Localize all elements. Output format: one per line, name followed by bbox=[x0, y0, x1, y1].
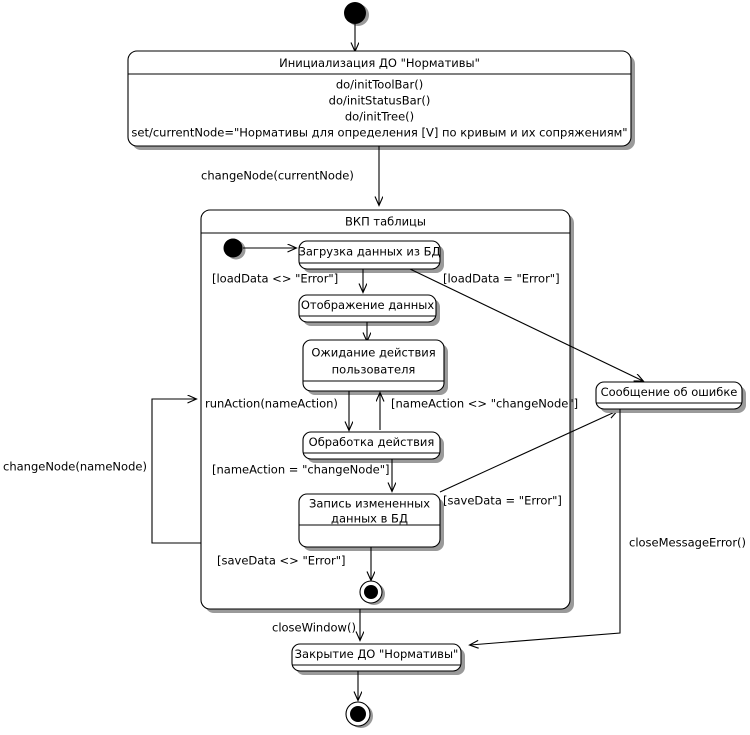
edge-label-closemessageerror: closeMessageError() bbox=[629, 536, 746, 550]
state-close-title: Закрытие ДО "Нормативы" bbox=[295, 647, 459, 661]
state-error-message: Сообщение об ошибке bbox=[595, 381, 746, 413]
state-load-data: Загрузка данных из БД bbox=[298, 240, 444, 273]
edge-label-nameaction-not-changenode: [nameAction <> "changeNode"] bbox=[391, 397, 578, 411]
state-wait-title-line2: пользователя bbox=[332, 363, 416, 377]
state-init-normativy: Инициализация ДО "Нормативы" do/initTool… bbox=[127, 50, 635, 150]
edge-save-to-innerfinal: [saveData <> "Error"] bbox=[217, 547, 371, 580]
state-close-normativy: Закрытие ДО "Нормативы" bbox=[291, 643, 465, 675]
state-error-message-title: Сообщение об ошибке bbox=[601, 385, 738, 399]
state-process-action-title: Обработка действия bbox=[309, 435, 435, 449]
composite-state-title: ВКП таблицы bbox=[345, 215, 426, 229]
state-save-data-title-line1: Запись измененных bbox=[309, 497, 430, 511]
node-final-end bbox=[345, 701, 373, 728]
edge-label-changenode-namenode: changeNode(nameNode) bbox=[3, 460, 147, 474]
edge-label-changenode-current: changeNode(currentNode) bbox=[201, 169, 354, 183]
edge-label-runaction: runAction(nameAction) bbox=[205, 397, 338, 411]
state-init-title: Инициализация ДО "Нормативы" bbox=[279, 56, 480, 70]
node-initial-start bbox=[344, 2, 369, 26]
edge-label-savedata-error: [saveData = "Error"] bbox=[443, 494, 562, 508]
state-show-data: Отображение данных bbox=[298, 294, 440, 326]
edge-wait-to-process: runAction(nameAction) bbox=[205, 391, 349, 430]
state-show-data-title: Отображение данных bbox=[301, 298, 435, 312]
edge-process-to-wait: [nameAction <> "changeNode"] bbox=[380, 393, 578, 430]
node-initial-inner bbox=[223, 238, 246, 260]
edge-load-to-error: [loadData = "Error"] bbox=[409, 268, 643, 381]
edge-error-to-close: closeMessageError() bbox=[470, 409, 746, 645]
state-save-data: Запись измененных данных в БД bbox=[298, 493, 444, 551]
edge-save-to-error: [saveData = "Error"] bbox=[439, 411, 617, 508]
state-init-action-2: do/initTree() bbox=[345, 110, 414, 124]
state-save-data-title-line2: данных в БД bbox=[331, 512, 408, 526]
state-load-data-title: Загрузка данных из БД bbox=[298, 245, 440, 259]
state-init-action-0: do/initToolBar() bbox=[336, 78, 423, 92]
edge-label-nameaction-changenode: [nameAction = "changeNode"] bbox=[212, 463, 389, 477]
edge-label-savedata-ok: [saveData <> "Error"] bbox=[217, 554, 346, 568]
edge-composite-to-close: closeWindow() bbox=[272, 609, 360, 640]
state-wait-title-line1: Ожидание действия bbox=[311, 346, 435, 360]
edge-label-closewindow: closeWindow() bbox=[272, 621, 356, 635]
edge-load-to-show: [loadData <> "Error"] bbox=[212, 269, 363, 292]
state-init-action-3: set/currentNode="Нормативы для определен… bbox=[131, 126, 627, 140]
state-wait-user-action: Ожидание действия пользователя bbox=[302, 339, 448, 395]
edge-init-to-composite: changeNode(currentNode) bbox=[201, 146, 379, 205]
edge-label-loaddata-ok: [loadData <> "Error"] bbox=[212, 272, 338, 286]
state-init-action-1: do/initStatusBar() bbox=[329, 94, 431, 108]
edge-label-loaddata-error: [loadData = "Error"] bbox=[443, 272, 560, 286]
composite-state-vkp-tablitsy: ВКП таблицы bbox=[200, 209, 574, 613]
edge-composite-self-changenode: changeNode(nameNode) bbox=[3, 399, 201, 544]
node-final-inner bbox=[359, 580, 385, 605]
state-process-action: Обработка действия bbox=[302, 431, 444, 463]
edge-process-to-save: [nameAction = "changeNode"] bbox=[212, 459, 392, 491]
